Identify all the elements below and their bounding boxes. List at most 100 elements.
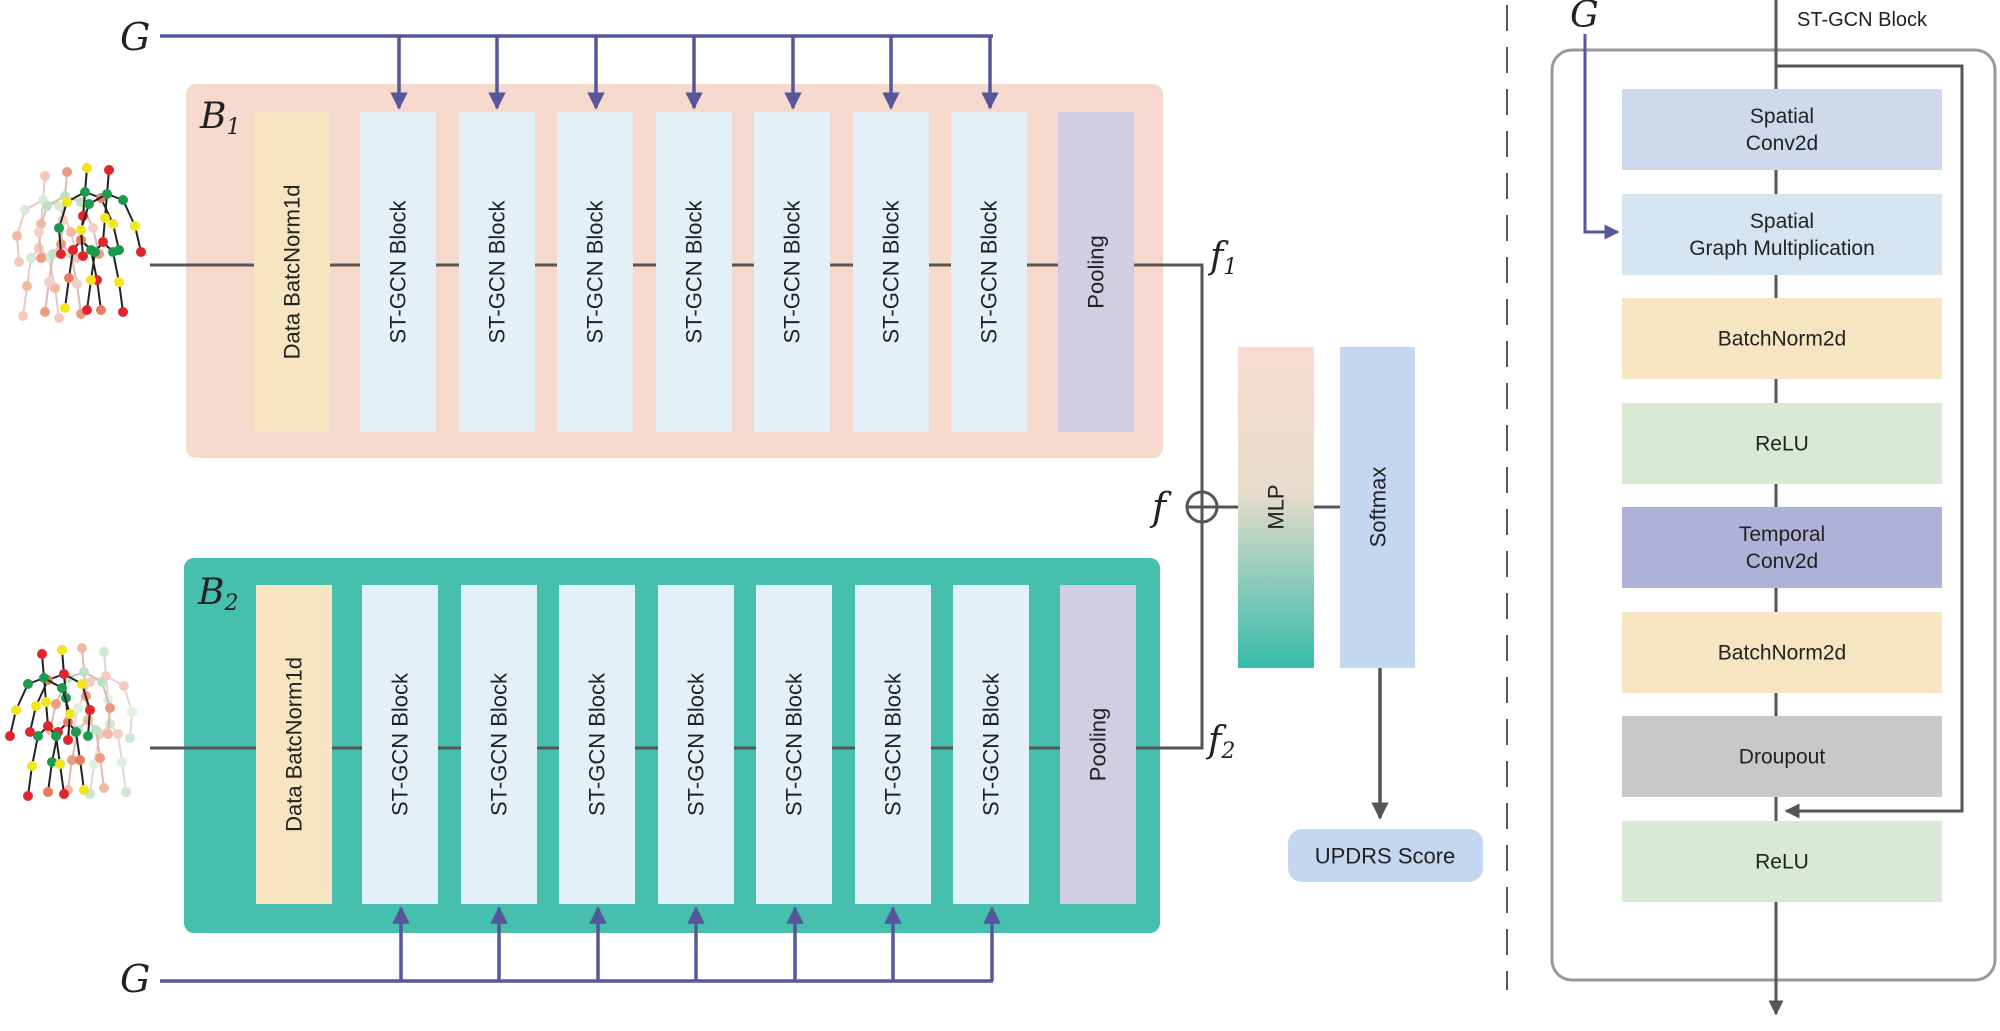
skeleton-top-image-joint	[54, 223, 64, 233]
skeleton-bottom-image-joint	[23, 791, 33, 801]
skeleton-top-image-joint	[136, 247, 146, 257]
output-node: UPDRS Score	[1288, 829, 1483, 882]
detail-layer-3: BatchNorm2d	[1622, 298, 1942, 379]
skeleton-top-image-joint	[108, 247, 118, 257]
skeleton-bottom-image-joint	[105, 719, 115, 729]
softmax-box	[1340, 347, 1415, 668]
skeleton-bottom-image-joint	[99, 647, 109, 657]
detail-layer-2-box	[1622, 194, 1942, 275]
skeleton-bottom-image-joint	[67, 755, 77, 765]
skeleton-top-image-joint	[76, 225, 86, 235]
skeleton-bottom-image-joint	[125, 733, 135, 743]
branch-2-st-gcn-block-3-box	[559, 585, 635, 904]
skeleton-bottom-image-joint	[103, 729, 113, 739]
skeleton-top-image-joint	[86, 275, 96, 285]
branch-1-st-gcn-block-1-box	[360, 112, 436, 432]
skeleton-top-image-joint	[40, 171, 50, 181]
detail-title: ST-GCN Block	[1797, 9, 1928, 31]
skeleton-bottom-image-joint	[55, 759, 65, 769]
skeleton-top-image-joint	[48, 249, 58, 259]
detail-layer-3-box	[1622, 298, 1942, 379]
skeleton-bottom-image-joint	[85, 705, 95, 715]
branch-2-st-gcn-block-1-box	[362, 585, 438, 904]
skeleton-bottom-image-joint	[65, 709, 75, 719]
skeleton-top-image-joint	[90, 247, 100, 257]
skeleton-bottom-image-bone	[59, 763, 65, 795]
skeleton-top-image-joint	[60, 303, 70, 313]
skeleton-bottom-image-bone	[121, 761, 127, 793]
skeleton-top-image-joint	[68, 245, 78, 255]
skeleton-top-image-joint	[130, 221, 140, 231]
skeleton-top-image-joint	[114, 277, 124, 287]
skeleton-top-image-bone	[76, 283, 82, 315]
f2-connector	[1160, 520, 1204, 750]
branch-2-st-gcn-block-5-box	[756, 585, 832, 904]
branch-2-st-gcn-block-3-label: ST-GCN Block	[585, 672, 610, 816]
skeleton-top-image-joint	[36, 253, 46, 263]
skeleton-bottom-image-joint	[91, 725, 101, 735]
branch-1-batchnorm-box	[254, 112, 330, 432]
detail-layer-4: ReLU	[1622, 403, 1942, 484]
skeleton-top-image-joint	[26, 253, 36, 263]
branch-1-st-gcn-block-7-box	[951, 112, 1027, 432]
detail-layer-6-label: BatchNorm2d	[1718, 642, 1846, 665]
skeleton-top-image-joint	[98, 237, 108, 247]
detail-graph-symbol: G	[1570, 0, 1599, 36]
skeleton-top-image-bone	[48, 257, 56, 289]
skeleton-top-image-joint	[34, 227, 44, 237]
f-label: f	[1149, 485, 1172, 529]
skeleton-top-image-joint	[100, 213, 110, 223]
skeleton-top-image-joint	[88, 223, 98, 233]
softmax-layer: Softmax	[1340, 347, 1415, 668]
branch-b1-label: B1	[199, 96, 240, 140]
branch-2-st-gcn-block-7-label: ST-GCN Block	[979, 672, 1004, 816]
f2-label: f2	[1205, 720, 1235, 764]
skeleton-top-image-joint	[56, 249, 66, 259]
skeleton-top-image-bone	[44, 281, 50, 313]
skeleton-top-image-joint	[20, 205, 30, 215]
skeleton-top-image-joint	[118, 195, 128, 205]
branch-2-batchnorm-box	[256, 585, 332, 904]
detail-layer-7: Droupout	[1622, 716, 1942, 797]
skeleton-top-image-joint	[54, 313, 64, 323]
graph-input-top: G	[120, 15, 993, 59]
detail-graph-arrow	[1583, 34, 1620, 240]
detail-layer-6-box	[1622, 612, 1942, 693]
branch-b2-label: B2	[197, 572, 238, 616]
mlp-box	[1238, 347, 1314, 668]
detail-layer-7-label: Droupout	[1739, 746, 1826, 769]
branch-1-st-gcn-block-4-box	[656, 112, 732, 432]
skeleton-bottom-image-joint	[57, 645, 67, 655]
skeleton-bottom-image-bone	[99, 757, 105, 789]
skeleton-bottom-image-joint	[43, 721, 53, 731]
skeleton-bottom-image-bone	[31, 735, 39, 767]
skeleton-bottom-image-bone	[27, 765, 33, 797]
skeleton-bottom-image-joint	[31, 701, 41, 711]
skeleton-bottom-image-joint	[11, 705, 21, 715]
skeleton-bottom-image-bone	[89, 763, 95, 795]
detail-layer-7-box	[1622, 716, 1942, 797]
branch-2-st-gcn-block-1-label: ST-GCN Block	[388, 672, 413, 816]
updrs-score-label: UPDRS Score	[1315, 844, 1456, 869]
branch-1-st-gcn-block-5-box	[754, 112, 830, 432]
detail-layer-4-box	[1622, 403, 1942, 484]
skeleton-bottom-image-joint	[83, 731, 93, 741]
detail-frame	[1550, 48, 1997, 982]
skeleton-top-image-joint	[82, 305, 92, 315]
detail-layer-8-label: ReLU	[1755, 851, 1809, 874]
branch-2-layers: Data BatcNorm1d ST-GCN Block ST-GCN Block S…	[256, 585, 1136, 904]
skeleton-top-image-joint	[40, 307, 50, 317]
skeleton-bottom-image-joint	[33, 731, 43, 741]
skeleton-bottom-image-joint	[39, 673, 49, 683]
branch-2-st-gcn-block-5-label: ST-GCN Block	[782, 672, 807, 816]
branch-2-batchnorm-label: Data BatcNorm1d	[282, 657, 307, 832]
skeleton-bottom-image-bone	[67, 759, 73, 791]
